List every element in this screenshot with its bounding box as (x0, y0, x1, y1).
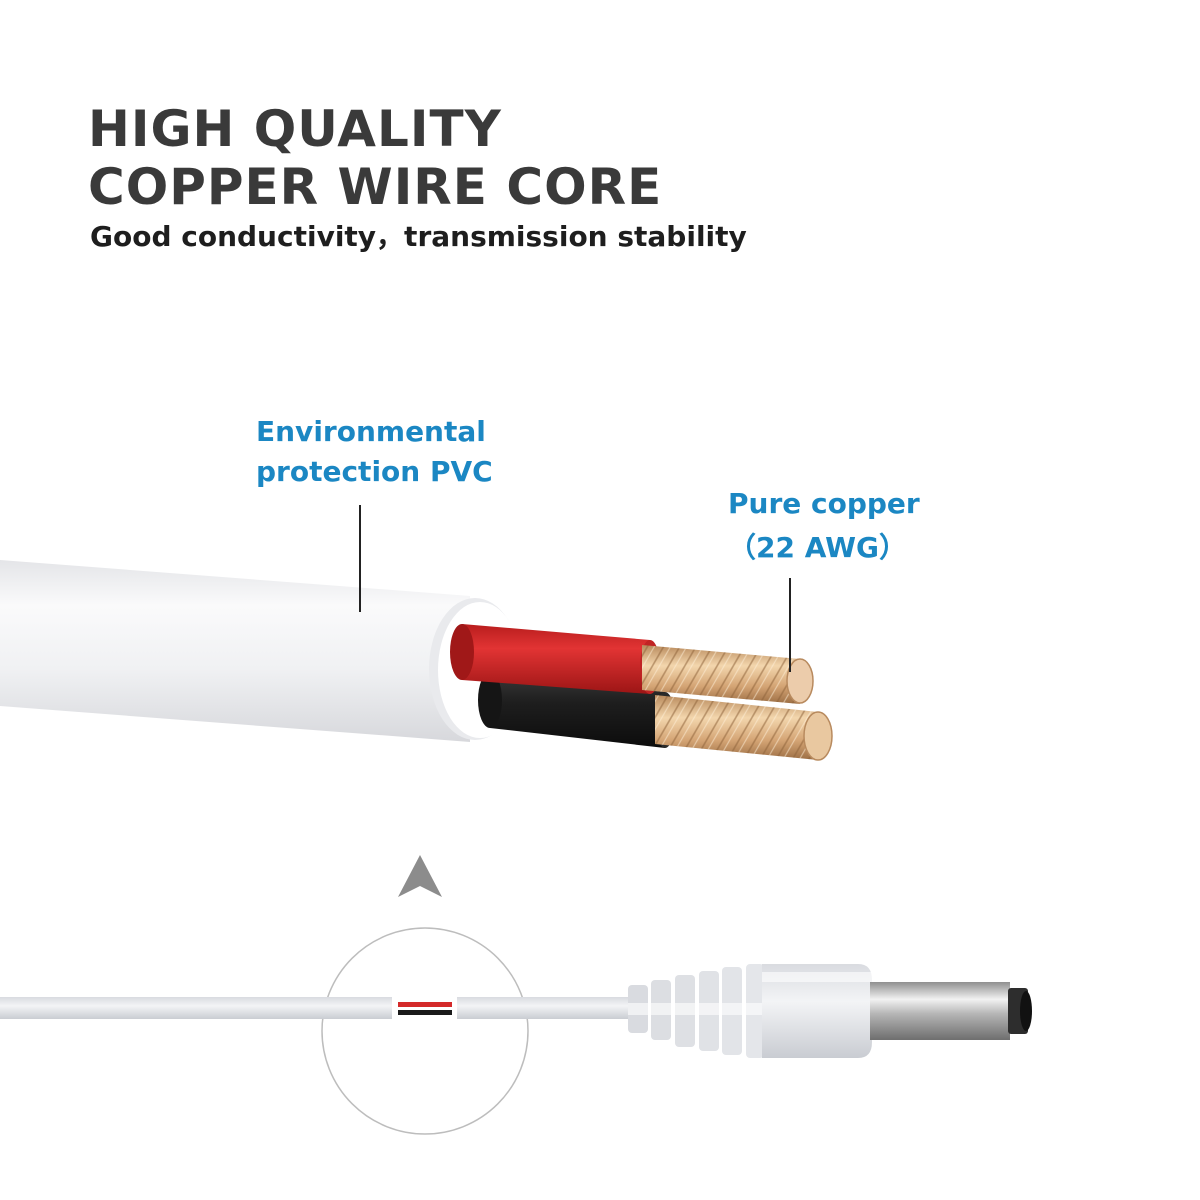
headline: HIGH QUALITY COPPER WIRE CORE (88, 100, 662, 216)
up-triangle-icon (398, 855, 442, 897)
pvc-sheath (0, 560, 522, 742)
subtitle: Good conductivity，transmission stability (90, 220, 747, 253)
pvc-callout-line-1: Environmental (256, 415, 486, 448)
headline-line-2: COPPER WIRE CORE (88, 158, 663, 216)
magnifier-circle (321, 927, 529, 1135)
copper-callout-line-2: （22 AWG） (728, 531, 907, 564)
copper-strands-upper (642, 645, 814, 704)
pvc-callout: Environmental protection PVC (256, 412, 493, 492)
strain-relief (628, 964, 768, 1058)
power-cord (0, 997, 640, 1019)
copper-strands-lower (655, 695, 833, 761)
dc-barrel-plug (870, 982, 1032, 1040)
cord-cutaway (392, 996, 457, 1020)
plug-housing (762, 964, 872, 1058)
copper-callout-line-1: Pure copper (728, 487, 920, 520)
headline-line-1: HIGH QUALITY (88, 100, 502, 158)
pvc-callout-line-2: protection PVC (256, 455, 493, 488)
copper-callout: Pure copper （22 AWG） (728, 482, 920, 570)
